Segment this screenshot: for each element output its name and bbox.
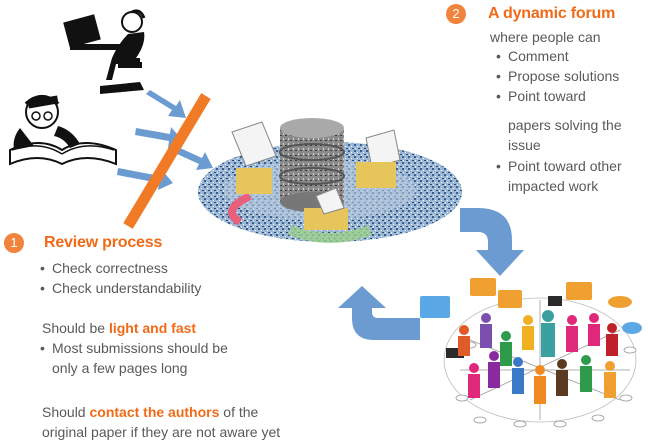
review-light-bullet-cont: only a few pages long bbox=[52, 360, 188, 376]
arrow-to-forum bbox=[460, 208, 524, 276]
review-contact-line: Should contact the authors of the bbox=[42, 404, 258, 420]
forum-intro: where people can bbox=[490, 29, 601, 45]
review-light-line: Should be light and fast bbox=[42, 320, 196, 336]
review-light-list: Most submissions should be bbox=[38, 340, 228, 356]
social-network-icon bbox=[420, 278, 642, 428]
database-platform-icon bbox=[198, 118, 462, 243]
review-bullet-understandability: Check understandability bbox=[38, 280, 201, 296]
forum-number-badge: 2 bbox=[446, 4, 466, 24]
arrow-back-to-platform bbox=[338, 286, 420, 340]
review-light-bullet: Most submissions should be bbox=[38, 340, 228, 356]
review-light-highlight: light and fast bbox=[108, 320, 197, 336]
review-bullet-list: Check correctness Check understandabilit… bbox=[38, 260, 201, 296]
forum-bullet-point-papers: Point toward bbox=[494, 88, 619, 104]
review-title: Review process bbox=[44, 234, 163, 251]
forum-bullet-other-work: Point toward other bbox=[494, 158, 622, 174]
forum-bullet-list: Comment Propose solutions Point toward bbox=[494, 48, 619, 104]
person-at-computer-icon bbox=[63, 9, 146, 94]
review-contact-line-2: original paper if they are not aware yet bbox=[42, 424, 281, 440]
forum-bullet-propose: Propose solutions bbox=[494, 68, 619, 84]
review-light-prefix: Should be bbox=[42, 320, 109, 336]
review-contact-highlight: contact the authors bbox=[89, 404, 220, 420]
review-contact-prefix: Should bbox=[42, 404, 90, 420]
review-number-badge: 1 bbox=[4, 233, 24, 253]
forum-bullet-comment: Comment bbox=[494, 48, 619, 64]
forum-bullet-point-papers-cont2: issue bbox=[508, 137, 541, 153]
forum-title: A dynamic forum bbox=[488, 5, 616, 22]
person-reading-book-icon bbox=[9, 95, 117, 166]
forum-bullet-list-2: Point toward other bbox=[494, 158, 622, 174]
forum-bullet-other-work-cont: impacted work bbox=[508, 178, 599, 194]
review-contact-suffix: of the bbox=[219, 404, 259, 420]
forum-bullet-point-papers-cont: papers solving the bbox=[508, 117, 622, 133]
review-bullet-correctness: Check correctness bbox=[38, 260, 201, 276]
review-barrier bbox=[123, 93, 211, 229]
